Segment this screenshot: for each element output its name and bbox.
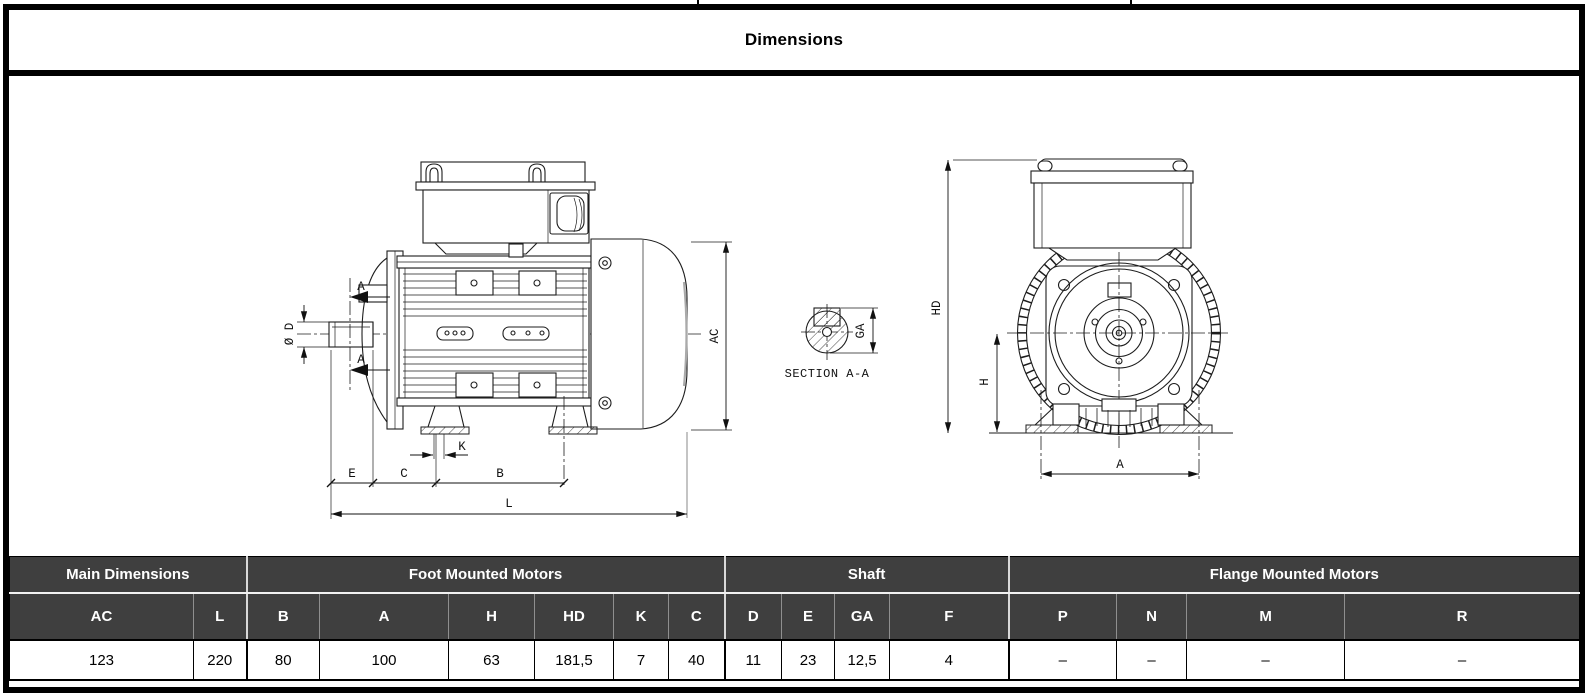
value-f: 4 [889, 640, 1010, 681]
section-label-top: A [357, 280, 365, 294]
table-column-header-row: AC L B A H HD K C D E GA F P N M R [9, 593, 1580, 641]
col-header-k: K [613, 593, 670, 641]
dim-label-c: C [400, 467, 408, 481]
col-header-d: D [723, 593, 783, 641]
value-m: – [1186, 640, 1346, 681]
motor-body-side [396, 255, 592, 407]
shaft-side [328, 321, 374, 348]
dim-a: A [1040, 390, 1200, 481]
group-foot-mounted-motors: Foot Mounted Motors [246, 556, 726, 594]
group-flange-mounted-motors: Flange Mounted Motors [1008, 556, 1580, 594]
front-view-drawing: HD H A [930, 158, 1233, 481]
value-c: 40 [668, 640, 726, 681]
motor-dimension-drawing: A A Ø D [283, 158, 1233, 519]
col-header-l: L [193, 593, 248, 641]
fan-cover-side [590, 238, 688, 430]
side-view-drawing: A A Ø D [283, 161, 732, 519]
col-header-hd: HD [534, 593, 615, 641]
table-group-header-row: Main Dimensions Foot Mounted Motors Shaf… [9, 556, 1580, 594]
group-main-dimensions: Main Dimensions [9, 556, 248, 594]
col-header-p: P [1007, 593, 1118, 641]
col-header-h: H [448, 593, 536, 641]
col-header-a: A [319, 593, 450, 641]
dim-hd: HD [930, 159, 1037, 433]
dim-h: H [978, 334, 1001, 432]
value-r: – [1344, 640, 1580, 681]
mounting-feet-side [420, 405, 598, 435]
value-ga: 12,5 [834, 640, 891, 681]
dim-label-ga: GA [854, 323, 868, 339]
sheet-title-bar: Dimensions [9, 10, 1579, 76]
top-edge-tick-right [1130, 0, 1132, 5]
col-header-e: E [781, 593, 836, 641]
dim-ac: AC [691, 241, 732, 431]
col-header-ac: AC [9, 593, 194, 641]
dim-ga: GA [830, 307, 878, 354]
dim-label-h: H [978, 378, 992, 386]
dim-label-diameter: Ø D [283, 323, 297, 346]
col-header-b: B [245, 593, 321, 641]
value-b: 80 [245, 640, 321, 681]
section-view-title: SECTION A-A [785, 367, 870, 381]
dim-k: K [410, 434, 468, 459]
dim-label-b: B [496, 467, 504, 481]
section-label-bottom: A [357, 353, 365, 367]
terminal-box-side [415, 161, 596, 258]
mounting-feet-front [989, 398, 1233, 434]
sheet-frame: Dimensions [3, 4, 1585, 693]
value-n: – [1116, 640, 1188, 681]
group-shaft: Shaft [724, 556, 1010, 594]
terminal-box-front [1030, 158, 1194, 261]
value-a: 100 [319, 640, 450, 681]
col-header-m: M [1186, 593, 1346, 641]
value-ac: 123 [9, 640, 194, 681]
dimensions-table: Main Dimensions Foot Mounted Motors Shaf… [9, 556, 1581, 681]
dim-label-hd: HD [930, 300, 944, 315]
col-header-ga: GA [834, 593, 891, 641]
technical-drawing-area: A A Ø D [9, 76, 1579, 551]
col-header-n: N [1116, 593, 1188, 641]
col-header-c: C [668, 593, 726, 641]
value-e: 23 [781, 640, 836, 681]
value-l: 220 [193, 640, 248, 681]
value-hd: 181,5 [534, 640, 615, 681]
value-p: – [1007, 640, 1118, 681]
dim-label-e: E [348, 467, 356, 481]
page-title: Dimensions [744, 30, 844, 49]
col-header-f: F [889, 593, 1010, 641]
dim-label-ac: AC [708, 328, 722, 343]
dim-e-c-b: E C B [326, 350, 569, 519]
section-a-a-drawing: GA SECTION A-A [785, 304, 878, 381]
dim-label-a: A [1116, 458, 1124, 472]
dim-l: L [331, 432, 688, 518]
value-k: 7 [613, 640, 670, 681]
col-header-r: R [1344, 593, 1580, 641]
section-cut-marks: A A [349, 278, 390, 392]
value-h: 63 [448, 640, 536, 681]
value-d: 11 [723, 640, 783, 681]
top-edge-tick-left [697, 0, 699, 5]
dim-label-l: L [505, 497, 513, 511]
table-data-row: 123 220 80 100 63 181,5 7 40 11 23 12,5 … [9, 640, 1580, 681]
dim-shaft-diameter: Ø D [283, 305, 329, 364]
dim-label-k: K [458, 440, 466, 454]
